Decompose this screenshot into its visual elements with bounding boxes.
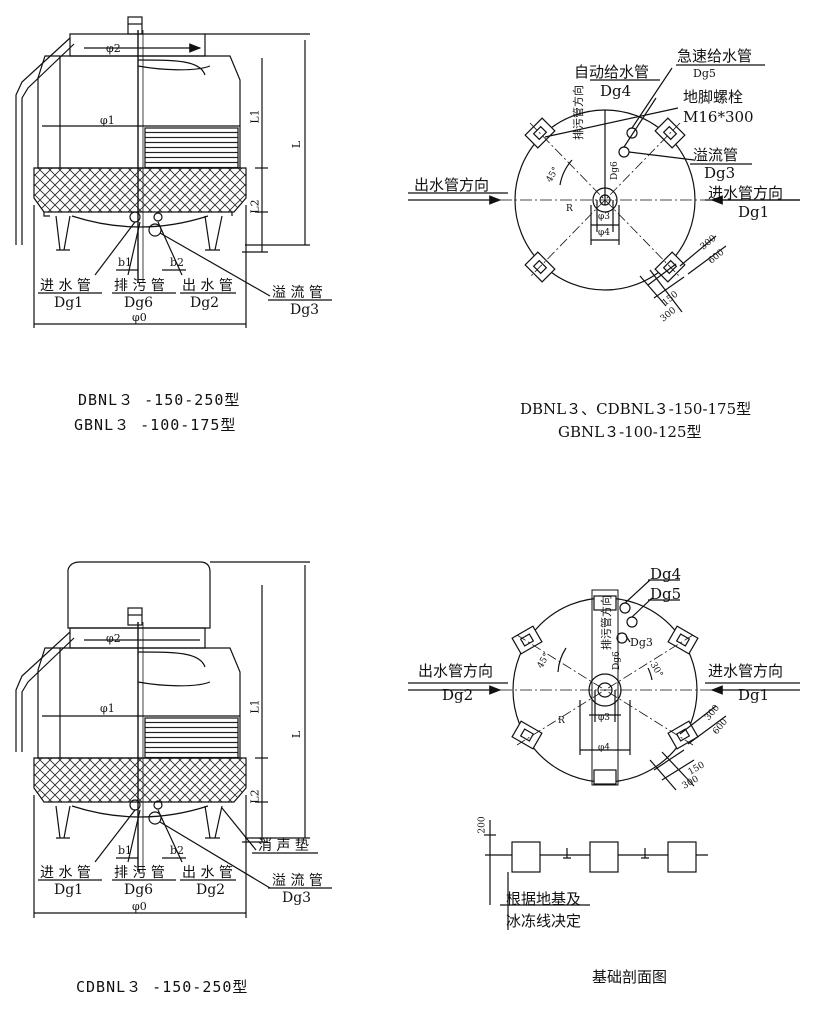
foundation-note-2: 冰冻线决定 [506, 912, 582, 930]
tower-b-dim-l1: L1 [248, 699, 262, 714]
tower-a-dim-l: L [290, 140, 304, 149]
tower-a-outlet-dg: Dg2 [190, 295, 220, 311]
foundation-section [484, 820, 708, 930]
plan-b-phi4: φ4 [598, 743, 611, 753]
tower-a-inlet-dg: Dg1 [54, 295, 84, 311]
tower-b-outlet-label: 出 水 管 [182, 865, 233, 881]
plan-b-dg5: Dg5 [650, 585, 682, 603]
tower-b-dim-phi1: φ1 [100, 702, 115, 715]
tower-b-dim-l2: L2 [248, 789, 262, 804]
tower-b-overflow-label: 溢 流 管 [272, 873, 323, 889]
motor-body [127, 16, 143, 35]
tower-a-dim-l2: L2 [248, 199, 262, 214]
plan-a-anchor-bolt: 地脚螺栓 [683, 88, 744, 106]
plan-a-caption-1: DBNL３、CDBNL３-150-175型 [520, 400, 752, 418]
tower-b-dim-phi2: φ2 [106, 632, 121, 645]
tower-b-caption: CDBNL３ -150-250型 [76, 978, 249, 996]
plan-a-auto-feed: 自动给水管 [574, 63, 650, 81]
tower-b-elevation [15, 561, 332, 918]
tower-b-dim-phi0: φ0 [132, 900, 147, 913]
foundation-dim-200: 200 [477, 816, 488, 834]
plan-b-inlet-dg: Dg1 [738, 686, 770, 704]
plan-a-drain-dg: Dg6 [610, 161, 620, 180]
tower-a-dim-b1: b1 [118, 256, 133, 269]
tower-b-dim-l: L [290, 730, 304, 739]
foundation-note-1: 根据地基及 [506, 890, 582, 908]
plan-a-inlet-dg: Dg1 [738, 203, 770, 221]
tower-a-dim-l1: L1 [248, 109, 262, 124]
plan-a-caption-2: GBNL３-100-125型 [558, 423, 702, 441]
tower-a-drain-label: 排 污 管 [114, 278, 165, 294]
plan-b-view [408, 579, 800, 791]
tower-a-dim-phi1: φ1 [100, 114, 115, 127]
plan-a-quick-feed-dg: Dg5 [693, 67, 716, 80]
plan-b-phi3: φ3 [598, 713, 611, 723]
plan-b-outlet-direction: 出水管方向 [418, 662, 494, 680]
plan-a-phi4: φ4 [598, 228, 611, 238]
tower-b-dim-b2: b2 [170, 844, 185, 857]
tower-b-drain-label: 排 污 管 [114, 865, 165, 881]
tower-a-drain-dg: Dg6 [124, 295, 154, 311]
tower-a-overflow-label: 溢 流 管 [272, 285, 323, 301]
plan-a-bolt-spec: M16*300 [683, 108, 754, 126]
tower-b-overflow-dg: Dg3 [282, 890, 312, 906]
plan-a-auto-feed-dg: Dg4 [600, 82, 632, 100]
plan-b-outlet-dg: Dg2 [442, 686, 474, 704]
plan-a-overflow: 溢流管 [693, 146, 739, 164]
tower-b-inlet-label: 进 水 管 [40, 865, 91, 881]
plan-a-drain-direction: 排污管方向 [572, 85, 585, 140]
foundation-title: 基础剖面图 [592, 968, 668, 986]
plan-a-phi3: φ3 [598, 212, 611, 222]
tower-a-outlet-label: 出 水 管 [182, 278, 233, 294]
tower-b-silencer-label: 消 声 垫 [258, 838, 309, 854]
tower-b-drain-dg: Dg6 [124, 882, 154, 898]
tower-a-dim-phi2: φ2 [106, 42, 121, 55]
tower-b-dim-b1: b1 [118, 844, 133, 857]
tower-a-inlet-label: 进 水 管 [40, 278, 91, 294]
plan-b-drain-dg: Dg6 [612, 651, 622, 670]
tower-b-outlet-dg: Dg2 [196, 882, 226, 898]
plan-a-inlet-direction: 进水管方向 [708, 184, 784, 202]
tower-b-inlet-dg: Dg1 [54, 882, 84, 898]
tower-a-dim-phi0: φ0 [132, 311, 147, 324]
plan-a-radius: R [566, 204, 573, 214]
tower-a-elevation [15, 16, 332, 328]
plan-b-dg4: Dg4 [650, 565, 682, 583]
plan-a-outlet-direction: 出水管方向 [414, 176, 490, 194]
tower-a-overflow-dg: Dg3 [290, 302, 320, 318]
tower-a-caption-2: GBNL３ -100-175型 [74, 416, 237, 434]
tower-a-dim-b2: b2 [170, 256, 185, 269]
plan-b-inlet-direction: 进水管方向 [708, 662, 784, 680]
plan-a-overflow-dg: Dg3 [704, 164, 736, 182]
plan-b-drain-direction: 排污管方向 [600, 595, 613, 650]
plan-a-view [408, 64, 800, 313]
plan-b-radius: R [558, 716, 565, 726]
plan-a-quick-feed: 急速给水管 [677, 47, 753, 65]
plan-b-dg3: Dg3 [630, 636, 653, 649]
tower-a-caption-1: DBNL３ -150-250型 [78, 391, 241, 409]
